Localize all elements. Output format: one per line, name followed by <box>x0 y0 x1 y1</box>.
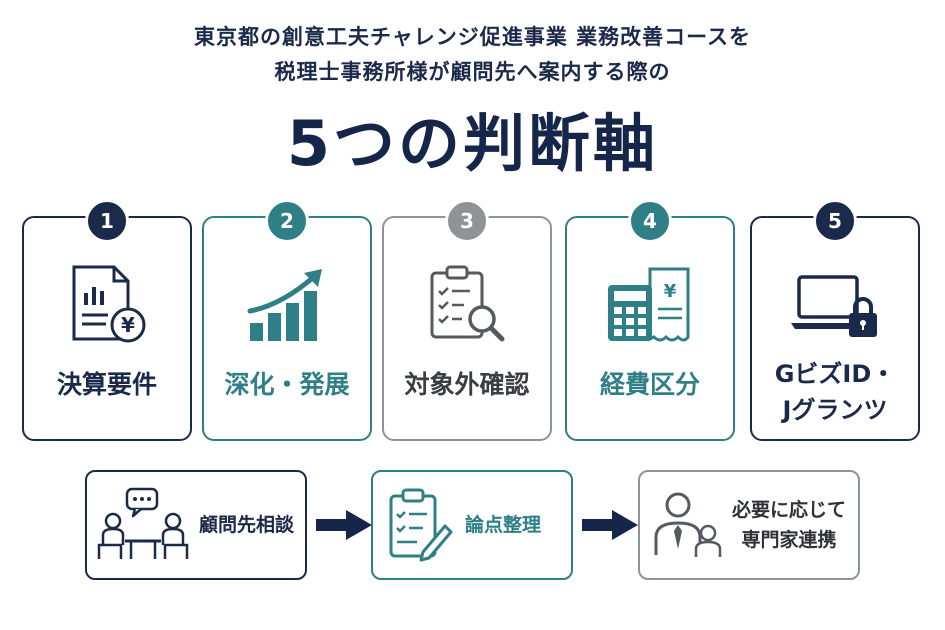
expert-people-icon <box>654 492 722 557</box>
flow-step-expert-collaboration: 必要に応じて 専門家連携 <box>638 470 860 580</box>
growth-chart-icon <box>247 269 322 341</box>
calculator-receipt-icon: ¥ <box>608 267 690 342</box>
flow-step-label: 論点整理 <box>465 514 542 536</box>
svg-text:¥: ¥ <box>664 281 677 302</box>
flow-step-consultation: 顧問先相談 <box>85 470 307 580</box>
flow-step-label: 顧問先相談 <box>199 514 295 536</box>
consultation-meeting-icon <box>97 487 189 559</box>
criterion-label: 決算要件 <box>56 370 157 399</box>
criterion-label-line-2: Jグランツ <box>782 396 888 424</box>
flow-step-label-line-2: 専門家連携 <box>741 529 837 551</box>
flow-arrow-icon <box>582 510 638 540</box>
criterion-number-badge: 4 <box>628 199 672 243</box>
main-title: 5つの判断軸 <box>286 107 659 180</box>
laptop-lock-icon <box>791 275 877 337</box>
flow-step-label-line-1: 必要に応じて <box>732 499 847 521</box>
criterion-card-2: 2 深化・発展 <box>202 199 372 441</box>
financial-document-yen-icon: ¥ <box>72 265 146 343</box>
flow-step-label: 必要に応じて 専門家連携 <box>732 495 846 555</box>
flow-arrow-icon <box>316 510 372 540</box>
criterion-label-line-1: GビズID・ <box>774 360 896 388</box>
subtitle-line-2: 税理士事務所様が顧問先へ案内する際の <box>274 60 671 84</box>
criterion-number-badge: 1 <box>85 199 129 243</box>
clipboard-pencil-icon <box>389 488 453 562</box>
checklist-magnifier-icon <box>430 265 505 342</box>
criterion-number-badge: 5 <box>813 199 857 243</box>
criterion-card-4: 4 ¥ 経費区分 <box>565 199 735 441</box>
criterion-card-1: 1 ¥ 決算要件 <box>22 199 192 441</box>
criterion-number-badge: 2 <box>265 199 309 243</box>
criterion-label: 経費区分 <box>599 370 700 399</box>
criterion-label: GビズID・ Jグランツ <box>752 356 918 428</box>
criterion-number-badge: 3 <box>445 199 489 243</box>
subtitle-line-1: 東京都の創意工夫チャレンジ促進事業 業務改善コースを <box>193 25 752 49</box>
svg-text:¥: ¥ <box>121 313 135 337</box>
criterion-card-3: 3 対象外確認 <box>382 199 552 441</box>
criterion-card-5: 5 GビズID・ Jグランツ <box>750 199 920 441</box>
criterion-label: 深化・発展 <box>224 370 350 399</box>
flow-step-issue-sorting: 論点整理 <box>371 470 573 580</box>
criterion-label: 対象外確認 <box>404 370 530 399</box>
